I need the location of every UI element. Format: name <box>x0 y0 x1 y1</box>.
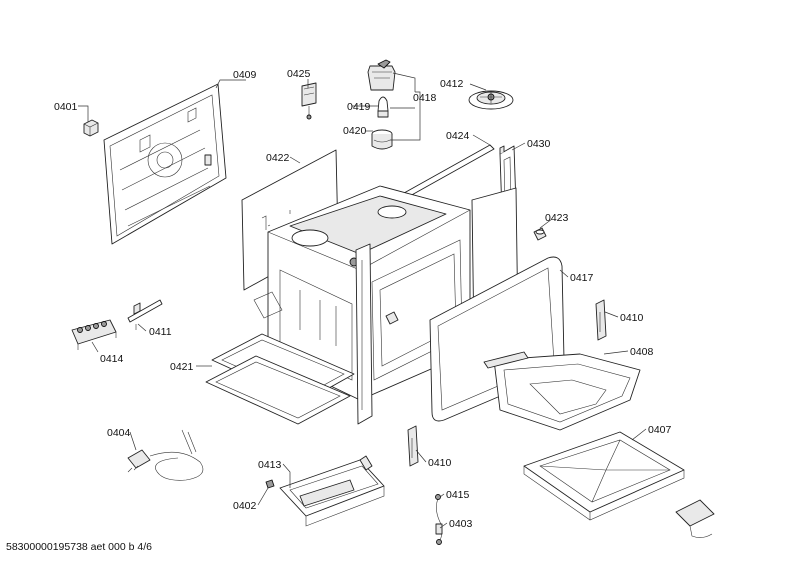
label-0419: 0419 <box>347 101 371 113</box>
label-0418: 0418 <box>413 92 437 104</box>
part-0413-cooling-duct[interactable] <box>279 455 385 527</box>
label-0410-left: 0410 <box>428 457 452 469</box>
part-0407-drip-pan[interactable] <box>523 431 685 521</box>
label-0417: 0417 <box>570 272 594 284</box>
label-0414: 0414 <box>100 353 124 365</box>
part-0403-sensor-probe[interactable] <box>435 523 443 545</box>
part-0419-lamp-bulb[interactable] <box>377 96 389 118</box>
part-0418-lamp-housing[interactable] <box>367 59 396 91</box>
label-0424: 0424 <box>446 130 470 142</box>
label-0413: 0413 <box>258 459 282 471</box>
part-0410-hinge-right[interactable] <box>595 299 607 341</box>
label-0423: 0423 <box>545 212 569 224</box>
leader-lines <box>78 72 647 529</box>
part-0408-heating-element[interactable] <box>483 351 641 431</box>
part-bottom-right-bracket <box>675 499 715 538</box>
part-bushing-front <box>385 311 399 325</box>
label-0407: 0407 <box>648 424 672 436</box>
part-0414-terminal-block[interactable] <box>71 319 117 350</box>
label-0409: 0409 <box>233 69 257 81</box>
label-0411: 0411 <box>149 326 172 338</box>
part-0420-lamp-cover[interactable] <box>371 129 393 150</box>
label-0415: 0415 <box>446 489 470 501</box>
label-0422: 0422 <box>266 152 290 164</box>
part-0425-bracket[interactable] <box>301 82 317 120</box>
part-0423-bushing[interactable] <box>533 227 547 241</box>
part-0412-fan[interactable] <box>468 90 514 110</box>
part-0402-screw[interactable] <box>265 479 275 489</box>
label-0410-right: 0410 <box>620 312 644 324</box>
part-0410-hinge-left[interactable] <box>407 425 419 467</box>
part-0401-clip[interactable] <box>83 119 99 137</box>
label-0402: 0402 <box>233 500 257 512</box>
part-0421-baking-tray[interactable] <box>205 291 355 425</box>
label-0403: 0403 <box>449 518 473 530</box>
part-0409-rear-panel[interactable] <box>103 83 227 245</box>
label-0401: 0401 <box>54 101 78 113</box>
label-0412: 0412 <box>440 78 464 90</box>
document-footer-code: 58300000195738 aet 000 b 4/6 <box>6 541 152 553</box>
label-0404: 0404 <box>107 427 131 439</box>
label-0420: 0420 <box>343 125 367 137</box>
label-0430: 0430 <box>527 138 551 150</box>
part-0404-power-cord[interactable] <box>127 429 204 481</box>
part-labels: 0401 0409 0425 0419 0418 0420 0412 0424 … <box>54 68 672 530</box>
label-0408: 0408 <box>630 346 654 358</box>
label-0421: 0421 <box>170 361 194 373</box>
label-0425: 0425 <box>287 68 311 80</box>
part-0415-temp-sensor[interactable] <box>435 494 443 541</box>
part-0411-sensor[interactable] <box>127 299 163 330</box>
